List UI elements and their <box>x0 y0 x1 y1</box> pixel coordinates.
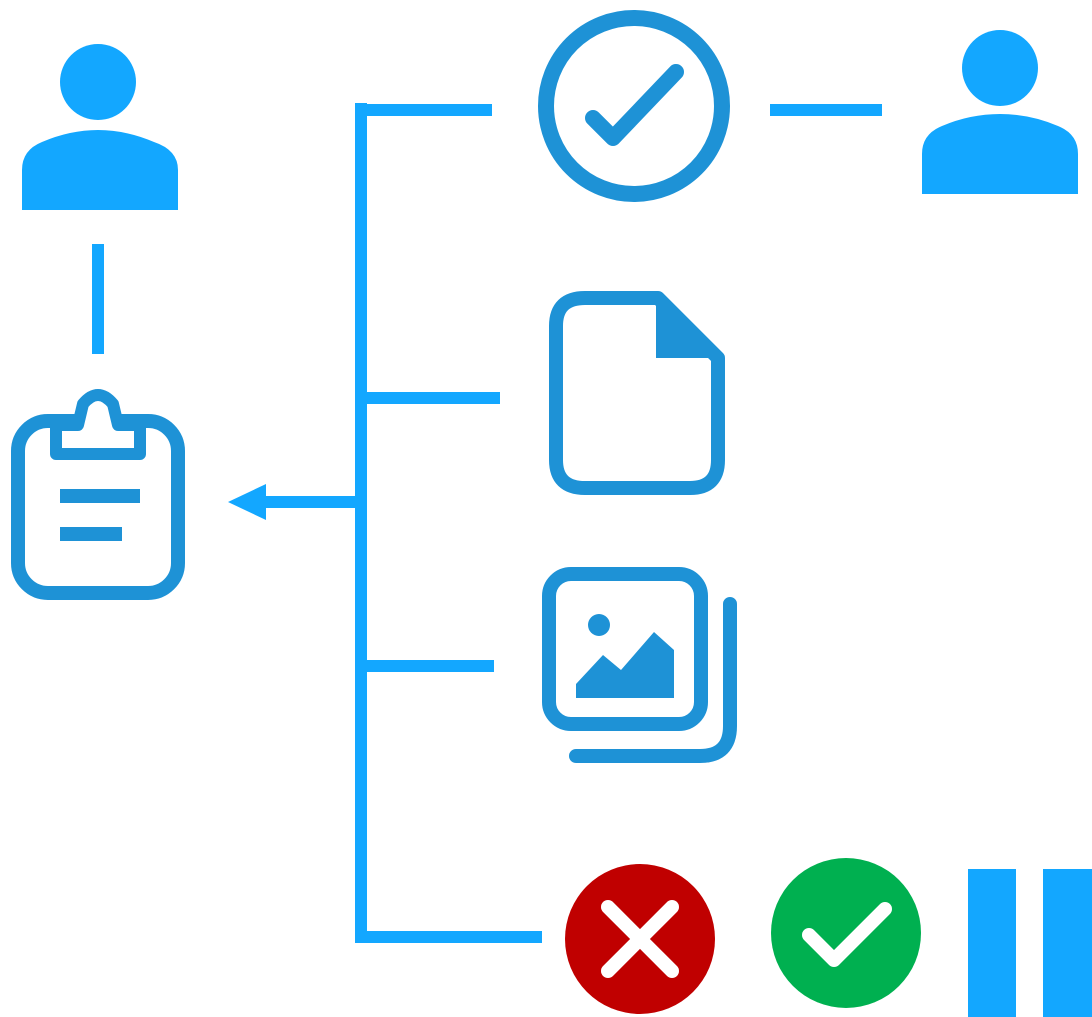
pause-icon <box>968 869 1092 1017</box>
approve-icon <box>771 858 921 1008</box>
document-icon <box>549 291 725 495</box>
submitter-person-icon <box>22 44 178 210</box>
reject-icon <box>565 864 715 1014</box>
arrow-head <box>228 484 266 520</box>
clipboard-icon <box>11 389 185 600</box>
image-stack-icon <box>542 567 737 763</box>
reviewer-person-icon <box>922 30 1078 194</box>
connectors <box>92 103 882 943</box>
check-circle-icon <box>538 10 730 202</box>
